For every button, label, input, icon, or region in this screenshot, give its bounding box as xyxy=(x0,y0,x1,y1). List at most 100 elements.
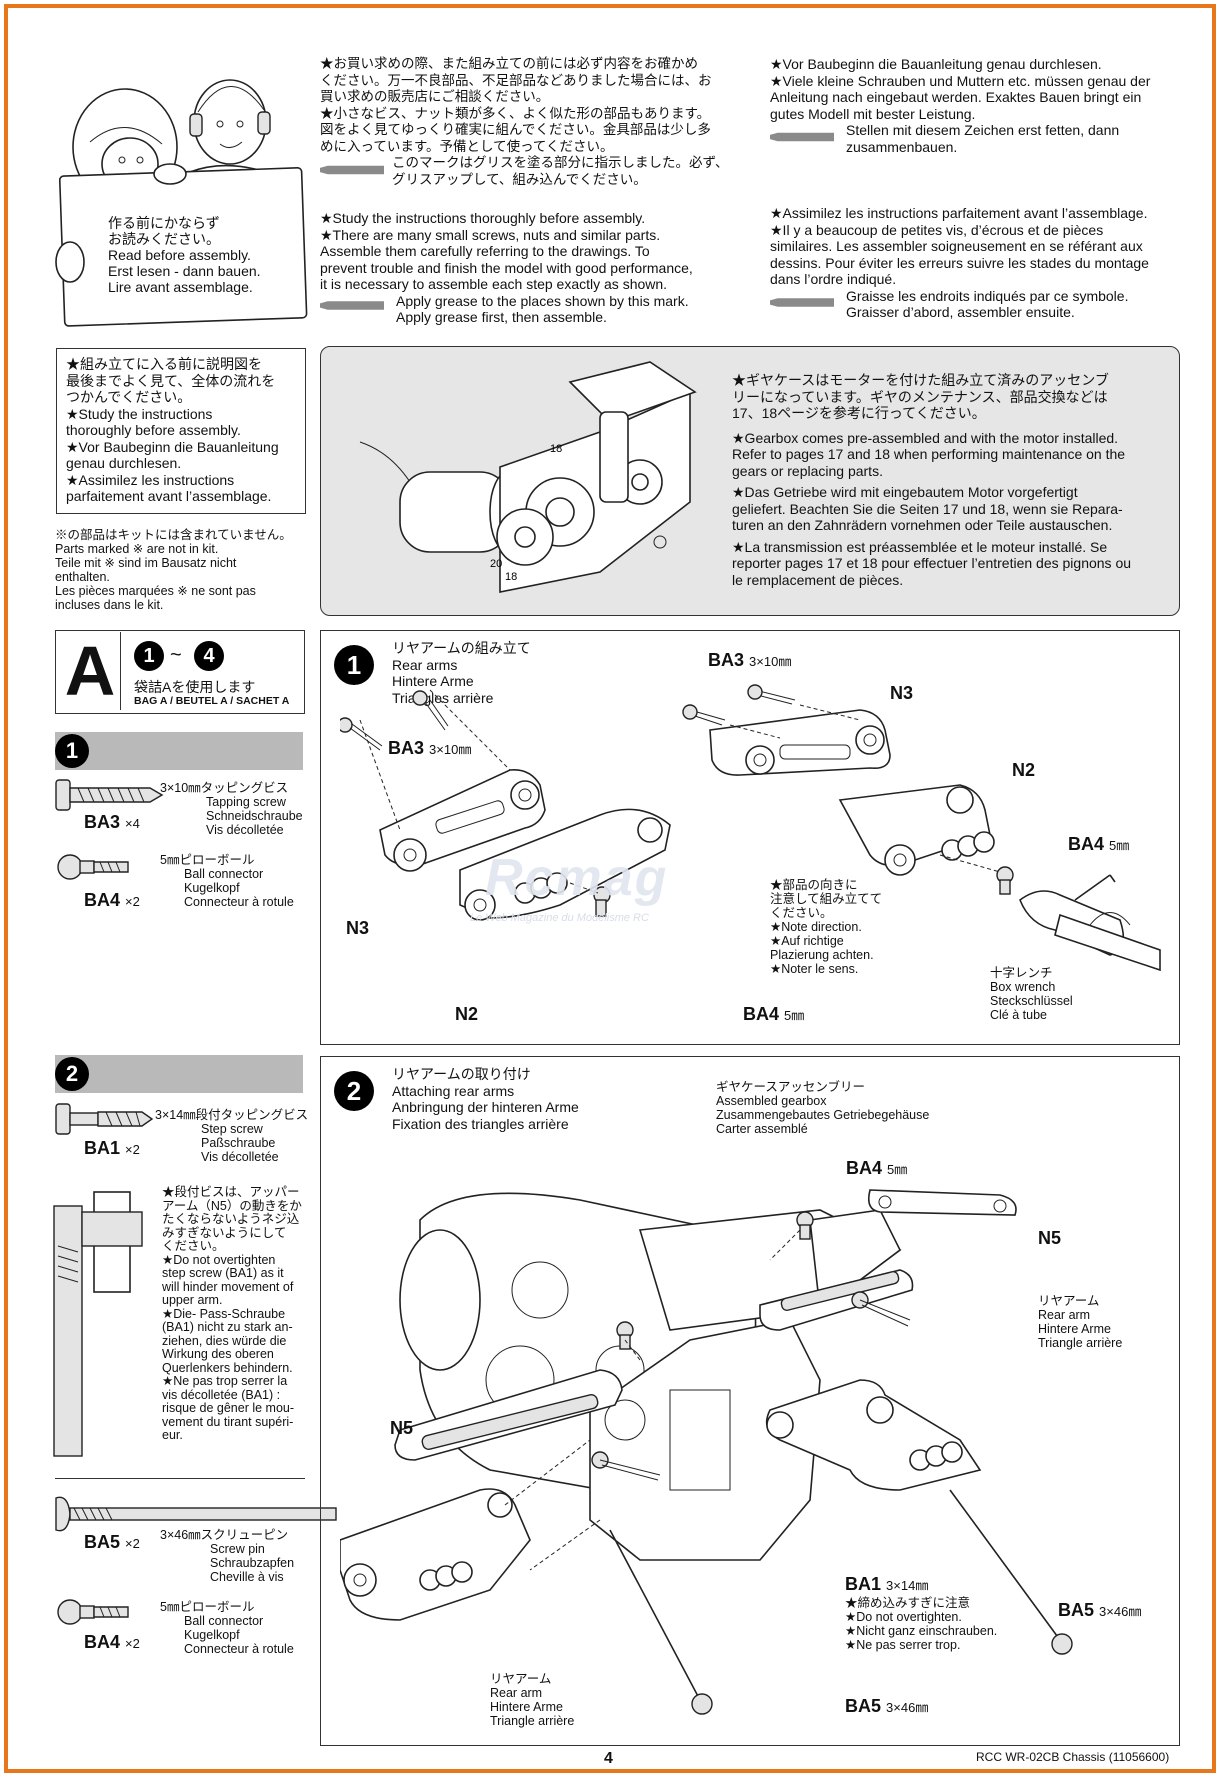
desc-line: Cheville à vis xyxy=(210,1570,284,1584)
label-line: リヤアーム xyxy=(490,1672,552,1686)
callout-size: 3×10㎜ xyxy=(429,742,472,757)
note-line: みすぎないようにして xyxy=(162,1225,287,1240)
callout-code: BA4 xyxy=(846,1158,883,1178)
page-border xyxy=(4,4,1216,1773)
callout-size: 3×46㎜ xyxy=(886,1700,929,1715)
desc-line: Paßschraube xyxy=(201,1136,276,1150)
note-line: ★Do not overtighten. xyxy=(845,1610,962,1624)
part-qty: ×2 xyxy=(125,1536,140,1551)
desc-line: Kugelkopf xyxy=(184,1628,240,1642)
fr-line: ★Il y a beaucoup de petites vis, d’écrou… xyxy=(770,221,1104,238)
title-line: リヤアームの組み立て xyxy=(392,640,531,656)
callout-ba3: BA3 3×10㎜ xyxy=(708,650,791,671)
fr-grease-line: Graisse les endroits indiqués par ce sym… xyxy=(846,287,1129,304)
note-line: incluses dans le kit. xyxy=(55,598,164,612)
title-line: Rear arms xyxy=(392,656,458,673)
not-in-kit-note: ※の部品はキットには含まれていません。 Parts marked ※ are n… xyxy=(55,528,292,612)
model-code: (11056600) xyxy=(1108,1750,1170,1764)
desc-line: Ball connector xyxy=(184,867,264,881)
callout-size: 5㎜ xyxy=(1109,838,1130,853)
callout-size: 5㎜ xyxy=(784,1008,805,1023)
jp-line: ★小さなビス、ナット類が多く、よく似た形の部品もあります。 xyxy=(320,105,711,121)
step1-part-code: BA4 ×2 xyxy=(84,890,140,911)
ba1-overtighten-note: ★締め込みすぎに注意 ★Do not overtighten. ★Nicht g… xyxy=(845,1596,997,1652)
de-line: gutes Modell mit bester Leistung. xyxy=(770,105,976,122)
grease-icon xyxy=(770,132,834,142)
step-screw-section-illustration xyxy=(52,1186,152,1462)
note-line: ★段付ビスは、アッパー xyxy=(162,1185,300,1199)
wrench-line: 十字レンチ xyxy=(990,966,1053,980)
gearbox-fr-line: le remplacement de pièces. xyxy=(732,571,904,588)
step-screw-note: ★段付ビスは、アッパー アーム（N5）の動きをか たくならないようネジ込 みすぎ… xyxy=(162,1185,302,1443)
gearbox-fr-line: ★La transmission est préassemblée et le … xyxy=(732,538,1108,555)
note-line: ★Nicht ganz einschrauben. xyxy=(845,1624,998,1638)
callout-ba3: BA3 3×10㎜ xyxy=(388,738,471,759)
desc-line: Connecteur à rotule xyxy=(184,895,294,909)
callout-size: 3×46㎜ xyxy=(1099,1604,1142,1619)
gearbox-fr-line: reporter pages 17 et 18 pour effectuer l… xyxy=(732,555,1132,571)
label-line: ギヤケースアッセンブリー xyxy=(716,1080,866,1094)
desc-line: Schneidschraube xyxy=(206,809,303,823)
svg-text:18: 18 xyxy=(505,571,517,583)
step2-part-code: BA5 ×2 xyxy=(84,1532,140,1553)
sign-line: Erst lesen - dann bauen. xyxy=(108,263,261,279)
de-line: Anleitung nach eingebaut werden. Exaktes… xyxy=(770,89,1142,105)
ba3-screw-icon xyxy=(54,778,164,817)
note-line: ※の部品はキットには含まれていません。 xyxy=(55,528,292,542)
grease-icon xyxy=(320,165,384,175)
label-line: Hintere Arme xyxy=(1038,1322,1111,1336)
de-line: ★Vor Baubeginn die Bauanleitung genau du… xyxy=(770,56,1102,72)
label-line: Assembled gearbox xyxy=(716,1094,827,1108)
note-line: アーム（N5）の動きをか xyxy=(162,1198,302,1213)
bag-step-to: 4 xyxy=(194,641,224,671)
study-line: ★Vor Baubeginn die Bauanleitung xyxy=(66,438,279,455)
wrench-line: Box wrench xyxy=(990,980,1056,994)
callout-ba5: BA5 3×46㎜ xyxy=(1058,1600,1141,1621)
fr-line: ★Assimilez les instructions parfaitement… xyxy=(770,205,1148,221)
study-line: つかんでください。 xyxy=(66,389,192,405)
title-line: Hintere Arme xyxy=(392,673,474,689)
step2-number: 2 xyxy=(55,1057,89,1091)
step1-rear-arm-drawing xyxy=(337,650,1170,1040)
gearbox-note-panel xyxy=(320,346,1180,616)
step-screw-note-divider xyxy=(55,1478,305,1479)
study-line: parfaitement avant l’assemblage. xyxy=(66,488,272,504)
page-number: 4 xyxy=(604,1750,613,1767)
desc-line: Step screw xyxy=(201,1122,263,1136)
callout-n5: N5 xyxy=(390,1418,414,1438)
jp-grease-line: このマークはグリスを塗る部分に指示しました。必ず、 xyxy=(392,155,729,170)
study-line: 最後までよく見て、全体の流れを xyxy=(66,372,276,389)
step2-part-code: BA1 ×2 xyxy=(84,1138,140,1159)
note-line: vis décolletée (BA1) : xyxy=(162,1387,281,1402)
note-line: Wirkung des oberen xyxy=(162,1347,274,1361)
gearbox-jp-line: 17、18ページを参考に行ってください。 xyxy=(732,405,986,421)
callout-n5: N5 xyxy=(1038,1228,1062,1248)
direction-note: ★部品の向きに 注意して組み立てて ください。 ★Note direction.… xyxy=(770,878,882,976)
callout-ba4: BA4 5㎜ xyxy=(743,1004,804,1025)
sign-line: Lire avant assemblage. xyxy=(108,279,253,295)
de-grease-line: zusammenbauen. xyxy=(846,138,958,155)
note-line: ★Note direction. xyxy=(770,920,862,934)
part-code: BA1 xyxy=(84,1138,121,1158)
grease-icon xyxy=(320,301,384,310)
jp-line: 図をよく見てゆっくり確実に組んでください。金具部品は少し多 xyxy=(320,122,711,137)
gearbox-jp-line: ★ギヤケースはモーターを付けた組み立て済みのアッセンブ xyxy=(732,372,1109,388)
part-qty: ×2 xyxy=(125,894,140,909)
callout-code: BA1 xyxy=(845,1574,882,1594)
desc-line: Connecteur à rotule xyxy=(184,1642,294,1656)
desc-line: 3×10㎜タッピングビス xyxy=(160,781,289,795)
gearbox-en-line: gears or replacing parts. xyxy=(732,462,883,479)
ba1-step-screw-icon xyxy=(54,1102,154,1141)
desc-line: Tapping screw xyxy=(206,795,286,809)
callout-code: BA5 xyxy=(845,1696,882,1716)
note-line: step screw (BA1) as it xyxy=(162,1266,284,1280)
grease-icon xyxy=(770,298,834,307)
step1-diagram-number: 1 xyxy=(334,645,374,685)
gearbox-jp-line: リーになっています。ギヤのメンテナンス、部品交換などは xyxy=(732,388,1108,405)
en-line: prevent trouble and finish the model wit… xyxy=(320,259,693,276)
note-line: ★Die- Pass-Schraube xyxy=(162,1306,286,1321)
desc-line: 5㎜ピローボール xyxy=(160,853,255,867)
intro-french: ★Assimilez les instructions parfaitement… xyxy=(770,205,1149,321)
part-code: BA4 xyxy=(84,1632,121,1652)
step1-part-code: BA3 ×4 xyxy=(84,812,140,833)
